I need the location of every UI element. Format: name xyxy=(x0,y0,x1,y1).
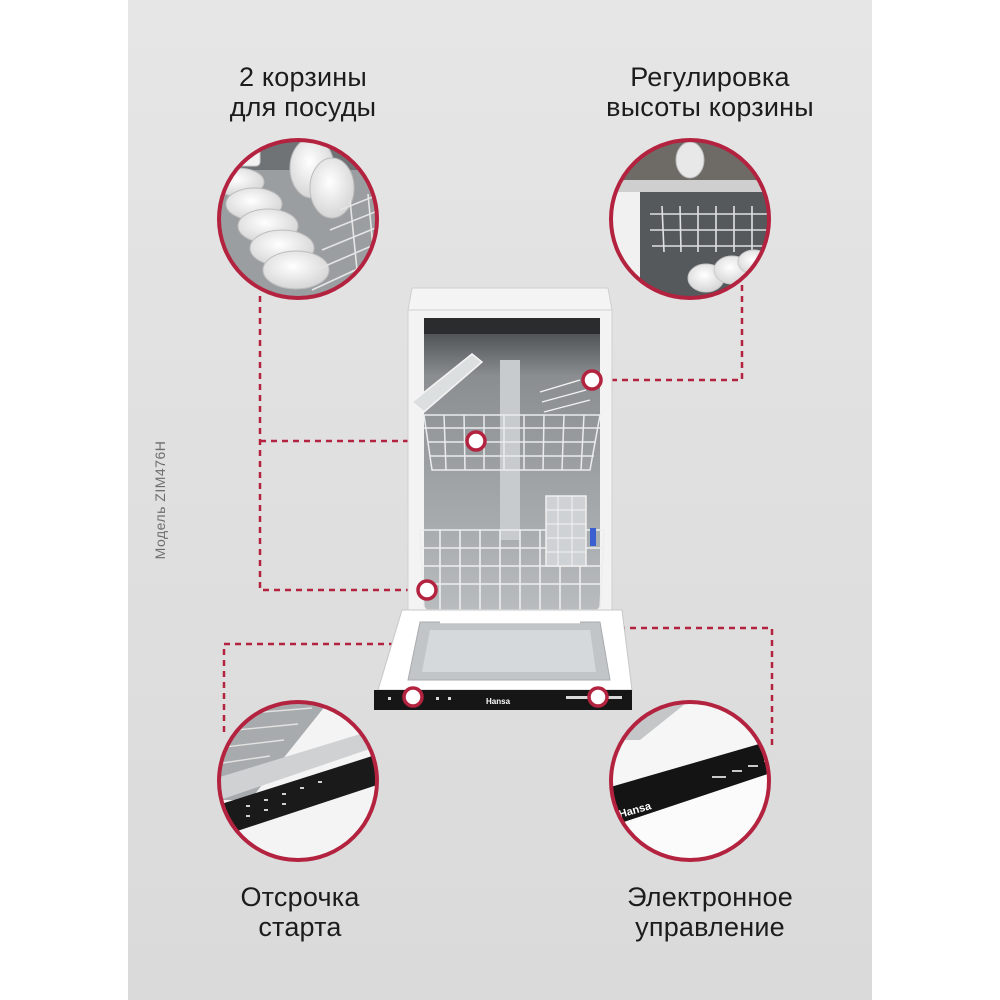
detail-circle-height-adjust xyxy=(609,138,771,300)
feature-control-line1: Электронное xyxy=(627,882,793,912)
feature-control-line2: управление xyxy=(635,912,785,942)
connector-electronic-control xyxy=(596,626,774,745)
feature-label-height-adjust: Регулировка высоты корзины xyxy=(570,62,850,122)
marker-electronic-control xyxy=(587,686,609,708)
feature-height-line2: высоты корзины xyxy=(606,92,814,122)
feature-delay-line2: старта xyxy=(258,912,342,942)
brand-logo-panel: Hansa xyxy=(486,697,511,706)
marker-upper-basket xyxy=(465,430,487,452)
feature-label-delay-start: Отсрочка старта xyxy=(185,882,415,942)
detail-circle-baskets xyxy=(217,138,379,300)
basket-clip xyxy=(590,528,596,546)
connector-delay-start xyxy=(222,642,415,732)
marker-lower-basket xyxy=(416,579,438,601)
feature-delay-line1: Отсрочка xyxy=(240,882,360,912)
feature-baskets-line2: для посуды xyxy=(229,92,377,122)
feature-baskets-line1: 2 корзины xyxy=(239,62,367,92)
connector-height-adjust xyxy=(592,285,744,382)
detail-circle-delay-start xyxy=(217,700,379,862)
connector-baskets xyxy=(258,296,425,592)
marker-height-adjust xyxy=(581,369,603,391)
markers xyxy=(402,369,609,708)
feature-height-line1: Регулировка xyxy=(630,62,790,92)
feature-label-baskets: 2 корзины для посуды xyxy=(178,62,428,122)
feature-label-electronic-control: Электронное управление xyxy=(570,882,850,942)
dishwasher-illustration: Hansa xyxy=(374,287,633,710)
detail-circle-electronic-control: Hansa xyxy=(609,700,771,862)
marker-delay-start xyxy=(402,686,424,708)
